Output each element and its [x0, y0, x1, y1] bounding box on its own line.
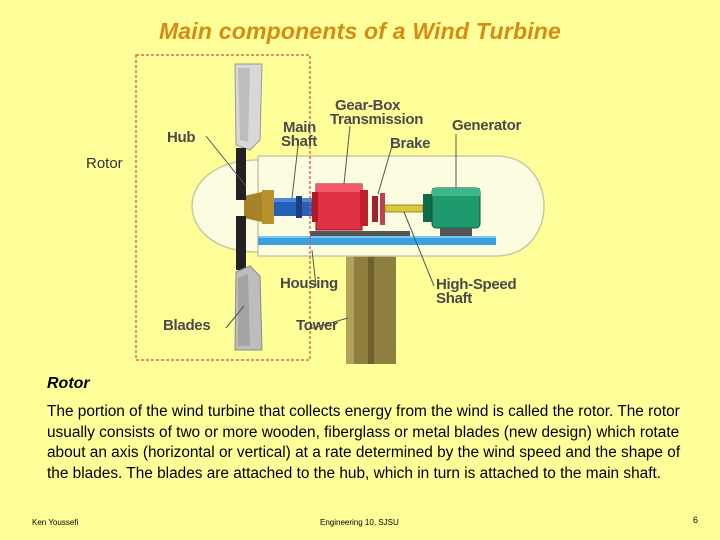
pointer-lines: [205, 125, 457, 331]
label-high-speed-line1: High-Speed: [436, 276, 517, 293]
footer-author: Ken Youssefi: [32, 518, 79, 527]
footer-page-number: 6: [693, 515, 699, 525]
label-blades: Blades: [163, 317, 211, 334]
label-tower: Tower: [296, 317, 338, 334]
blade-bottom: [234, 216, 263, 351]
slide-title: Main components of a Wind Turbine: [158, 18, 562, 44]
platform: [258, 231, 496, 245]
label-gearbox-line1: Gear-Box: [335, 97, 401, 114]
label-gearbox-line2: Transmission: [330, 111, 424, 128]
rotor-callout-label: Rotor: [86, 155, 123, 172]
brake: [372, 193, 385, 225]
gearbox: [312, 183, 368, 231]
label-hub: Hub: [167, 129, 196, 146]
label-brake: Brake: [390, 135, 431, 152]
generator: [423, 187, 481, 236]
label-main-shaft-line1: Main: [283, 119, 316, 136]
section-heading: Rotor: [47, 375, 90, 392]
label-high-speed-line2: Shaft: [436, 290, 473, 307]
blade-top: [234, 63, 263, 200]
body-paragraph: The portion of the wind turbine that col…: [47, 403, 681, 482]
main-shaft: [274, 196, 316, 218]
label-housing: Housing: [280, 275, 338, 292]
label-generator: Generator: [452, 117, 521, 134]
high-speed-shaft: [384, 204, 424, 213]
rotor-dashed-box: [135, 54, 311, 361]
footer-course: Engineering 10, SJSU: [320, 518, 399, 527]
tower: [346, 244, 396, 364]
hub: [244, 190, 274, 224]
label-main-shaft-line2: Shaft: [281, 133, 318, 150]
